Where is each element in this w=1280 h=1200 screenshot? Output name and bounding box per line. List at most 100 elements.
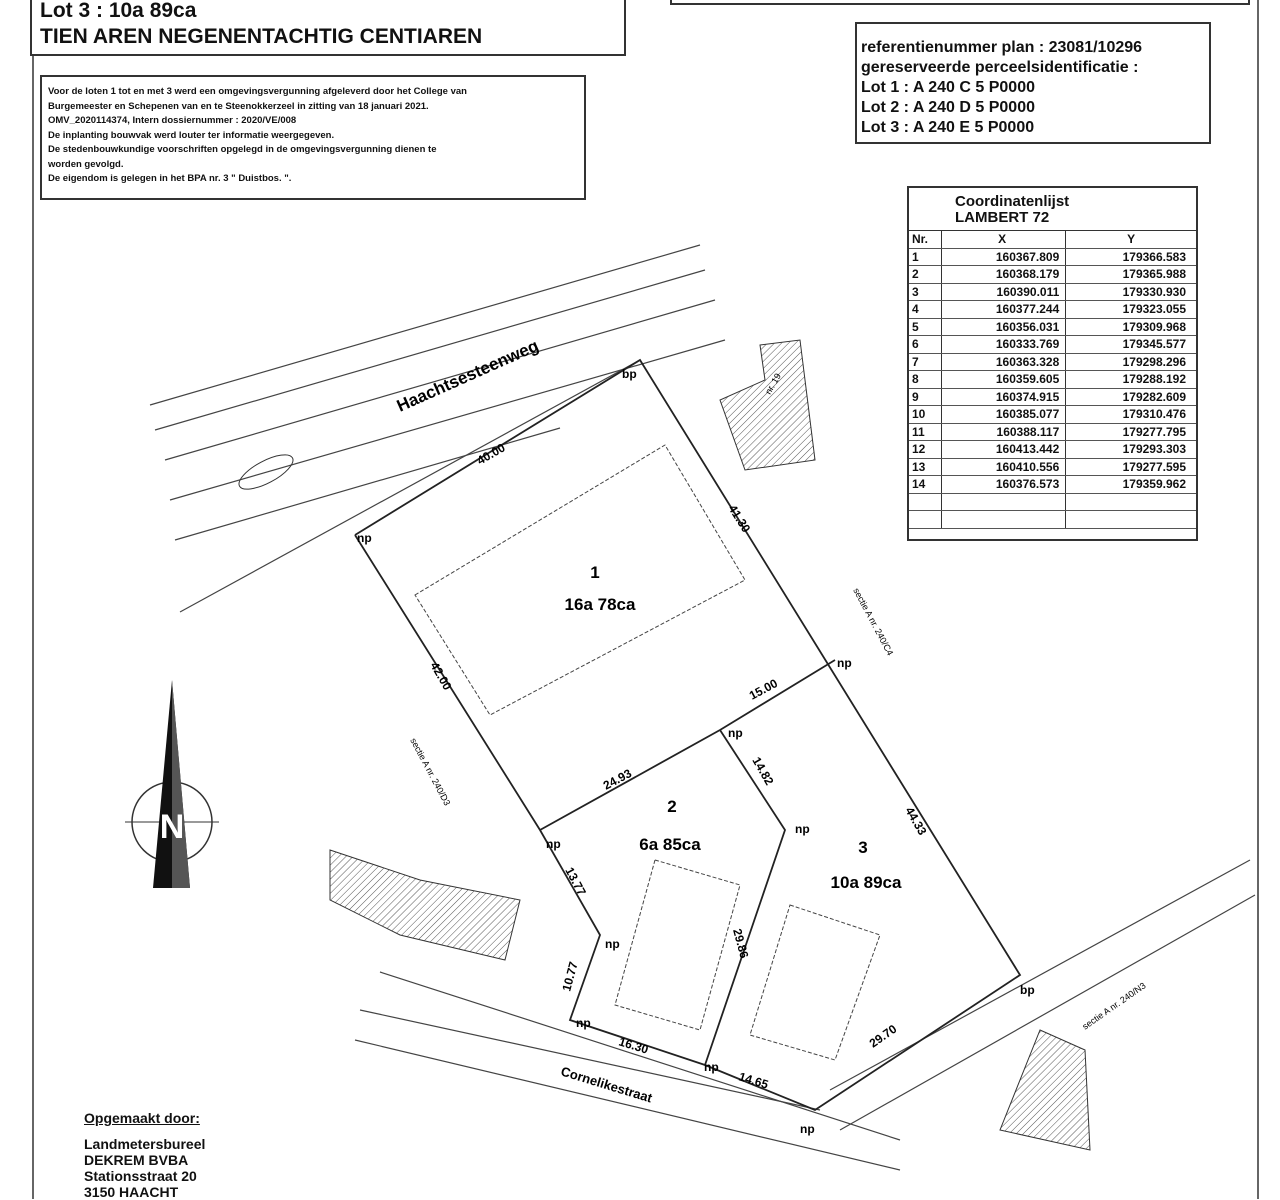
point-number: 3	[909, 283, 942, 301]
road-haachtsesteenweg	[149, 244, 726, 613]
point-number: 11	[909, 423, 942, 441]
point-number: 12	[909, 440, 942, 459]
svg-text:np: np	[800, 1122, 815, 1136]
notice-line: worden gevolgd.	[48, 158, 124, 170]
lot-1-number: 1	[590, 563, 599, 582]
y-coordinate: 179298.296	[1065, 353, 1196, 371]
x-coordinate: 160376.573	[941, 475, 1067, 494]
point-number: 7	[909, 353, 942, 371]
x-coordinate: 160377.244	[941, 300, 1067, 319]
notice-line: De eigendom is gelegen in het BPA nr. 3 …	[48, 173, 292, 184]
building-nr-19	[719, 339, 816, 471]
svg-text:bp: bp	[1020, 983, 1035, 997]
x-coordinate: 160374.915	[941, 388, 1067, 406]
lot-area-words: TIEN AREN NEGENENTACHTIG CENTIAREN	[40, 25, 483, 48]
y-coordinate: 179359.962	[1065, 475, 1196, 494]
y-coordinate: 179277.795	[1065, 423, 1196, 441]
parcel-boundaries	[354, 358, 1022, 1112]
notice-line: De stedenbouwkundige voorschriften opgel…	[48, 144, 437, 155]
y-coordinate: 179288.192	[1065, 370, 1196, 389]
point-number: 5	[909, 318, 942, 336]
plan-reference: referentienummer plan : 23081/10296	[861, 39, 1143, 56]
building-southeast	[999, 1029, 1091, 1151]
x-coordinate: 160385.077	[941, 405, 1067, 424]
neighbour-labels: sectie A nr. 240/C4 sectie A nr. 240/D3 …	[408, 586, 1147, 1031]
x-coordinate: 160390.011	[941, 283, 1067, 301]
svg-text:41.30: 41.30	[725, 502, 753, 535]
maker-line: 3150 HAACHT	[84, 1184, 179, 1200]
svg-text:np: np	[795, 822, 810, 836]
coordinate-system: LAMBERT 72	[955, 209, 1050, 226]
x-coordinate: 160359.605	[941, 370, 1067, 389]
title-block-edge	[670, 0, 1250, 5]
road-island	[238, 454, 294, 490]
lot-2-area: 6a 85ca	[639, 835, 701, 854]
point-number: 10	[909, 405, 942, 424]
x-coordinate: 160367.809	[941, 248, 1067, 266]
svg-text:29.86: 29.86	[730, 927, 751, 960]
table-row-empty	[909, 493, 1196, 511]
reference-box: referentienummer plan : 23081/10296 gere…	[855, 22, 1211, 144]
svg-text:13.77: 13.77	[562, 865, 589, 898]
y-coordinate: 179330.930	[1065, 283, 1196, 301]
y-coordinate: 179310.476	[1065, 405, 1196, 424]
lot-1-id: Lot 1 : A 240 C 5 P0000	[861, 79, 1035, 96]
svg-text:10.77: 10.77	[559, 960, 580, 993]
lot-header-box: Lot 3 : 10a 89ca TIEN AREN NEGENENTACHTI…	[30, 0, 626, 56]
x-coordinate: 160388.117	[941, 423, 1067, 441]
lot-title: Lot 3 : 10a 89ca	[40, 0, 197, 22]
x-coordinate: 160368.179	[941, 265, 1067, 284]
point-number: 2	[909, 265, 942, 284]
lot-2-id: Lot 2 : A 240 D 5 P0000	[861, 99, 1035, 116]
street-label-north: Haachtsesteenweg	[394, 336, 542, 416]
notice-line: De inplanting bouwvak werd louter ter in…	[48, 129, 335, 141]
permit-notice: Voor de loten 1 tot en met 3 werd een om…	[40, 75, 586, 200]
svg-text:bp: bp	[622, 367, 637, 381]
maker-line: DEKREM BVBA	[84, 1152, 189, 1168]
y-coordinate: 179345.577	[1065, 335, 1196, 354]
building-west	[329, 849, 521, 961]
table-row-empty	[909, 510, 1196, 529]
x-coordinate: 160333.769	[941, 335, 1067, 354]
y-coordinate: 179309.968	[1065, 318, 1196, 336]
svg-text:np: np	[837, 656, 852, 670]
svg-text:np: np	[704, 1060, 719, 1074]
lot-labels: 1 16a 78ca 2 6a 85ca 3 10a 89ca	[565, 563, 902, 892]
lot-2-number: 2	[667, 797, 676, 816]
y-coordinate: 179277.595	[1065, 458, 1196, 476]
svg-text:np: np	[728, 726, 743, 740]
svg-text:np: np	[605, 937, 620, 951]
svg-text:np: np	[546, 837, 561, 851]
road-cornelikestraat	[354, 859, 1256, 1171]
boundary-markers: bp np np np np np np np np np bp	[357, 367, 1035, 1136]
notice-line: OMV_2020114374, Intern dossiernummer : 2…	[48, 115, 297, 126]
lot-3-area: 10a 89ca	[831, 873, 902, 892]
y-coordinate: 179282.609	[1065, 388, 1196, 406]
notice-line: Voor de loten 1 tot en met 3 werd een om…	[48, 86, 467, 97]
lot-1-area: 16a 78ca	[565, 595, 636, 614]
svg-text:29.70: 29.70	[867, 1022, 900, 1051]
svg-text:N: N	[160, 808, 185, 846]
y-coordinate: 179365.988	[1065, 265, 1196, 284]
svg-text:sectie A nr. 240/D3: sectie A nr. 240/D3	[408, 736, 452, 807]
svg-text:sectie A nr. 240/C4: sectie A nr. 240/C4	[851, 586, 895, 657]
point-number: 14	[909, 475, 942, 494]
maker-line: Stationsstraat 20	[84, 1168, 197, 1184]
maker-heading: Opgemaakt door:	[84, 1110, 200, 1126]
svg-text:np: np	[357, 531, 372, 545]
dimension-labels: 40.00 41.30 42.00 15.00 24.93 14.82 44.3…	[427, 440, 929, 1091]
street-label-south: Cornelikestraat	[559, 1064, 655, 1106]
x-coordinate: 160356.031	[941, 318, 1067, 336]
point-number: 9	[909, 388, 942, 406]
